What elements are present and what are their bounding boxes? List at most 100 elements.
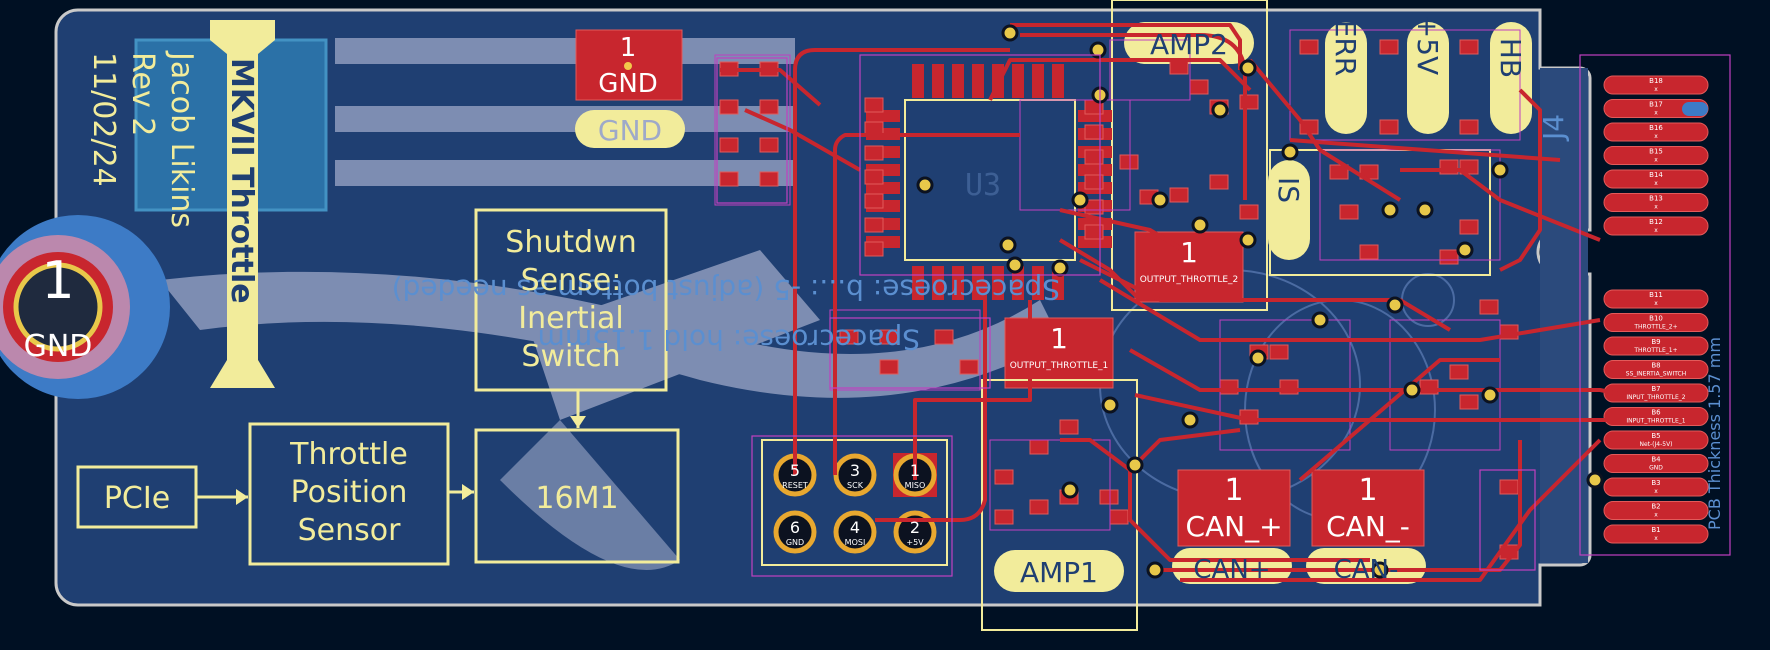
u3-pin [932,64,944,98]
smd-pad [1029,499,1049,515]
via [1181,411,1199,429]
smd-pad [1299,39,1319,55]
amp2-label: AMP2 [1150,28,1228,61]
tps-line-3: Sensor [298,513,401,548]
is-label-box [1268,160,1310,260]
component-courtyard [1389,319,1501,451]
via [1071,191,1089,209]
edge-pin-b11 [1603,289,1709,309]
edge-pin-label: B3 [1651,479,1660,487]
smd-pad [1239,94,1259,110]
smd-pad [1459,119,1479,135]
via [1311,311,1329,329]
u3-pin [912,64,924,98]
edge-pin-b16 [1603,122,1709,142]
via [1491,161,1509,179]
edge-pin-b4 [1603,454,1709,473]
mirrored-notes: Spacecroese: b...: -5 (adjust bottom as … [392,273,1060,356]
smd-pad [864,169,884,185]
title-line-3: Rev 2 [125,52,160,136]
smd-pad [1084,124,1104,140]
edge-pin-net: x [1654,110,1658,117]
smd-pad [1169,187,1189,203]
edge-pin-net: x [1654,133,1658,140]
isp-pin[interactable] [833,510,877,554]
edge-pin-b2 [1603,501,1709,520]
isp-pin-number: 2 [910,518,920,537]
smd-pad [1084,174,1104,190]
edge-pin-net: GND [1649,465,1663,472]
edge-pin-label: B17 [1649,101,1663,109]
via [1281,143,1299,161]
edge-highlight [1682,102,1708,116]
via [1061,481,1079,499]
component-courtyard [1019,99,1131,211]
edge-pin-label: B6 [1651,409,1661,417]
out2-num: 1 [1180,236,1198,269]
output-throttle-2-pad[interactable] [1134,231,1244,303]
mirrored-note-2: Spacecroese: hold 1.15mm [538,323,920,356]
smd-pad [1059,419,1079,435]
u3-pin [1032,64,1044,98]
via [1151,191,1169,209]
edge-pin-b10 [1603,313,1709,332]
via [1006,256,1024,274]
smd-pad [759,171,779,187]
smd-pad [1339,204,1359,220]
smd-pad [1084,149,1104,165]
component-courtyard [1109,39,1191,101]
title-line-1: MKVII Throttle [224,58,259,304]
smd-pad [839,329,859,345]
smd-pad [1379,119,1399,135]
mounting-hole-gnd[interactable] [0,215,170,399]
edge-pin-b1 [1603,524,1709,544]
component-courtyard [1219,319,1351,451]
smd-pad [1099,489,1119,505]
can-minus-pad[interactable] [1306,469,1426,584]
edge-pin-label: B18 [1649,77,1663,85]
via [1101,396,1119,414]
via [1456,241,1474,259]
smd-pad [1449,364,1469,380]
gnd-tp-name: GND [598,69,658,99]
edge-pin-b9 [1603,336,1709,356]
amp2-label-box [1124,22,1254,64]
isp-pin-net: RESET [782,481,808,490]
smd-pad [1084,224,1104,240]
can-plus-pad[interactable] [1172,469,1292,584]
edge-pin-label: B10 [1649,315,1663,323]
gnd-tp-num: 1 [620,33,637,63]
edge-pin-net: x [1654,227,1658,234]
edge-pin-net: x [1654,204,1658,211]
isp-pin[interactable] [773,510,817,554]
smd-pad [759,99,779,115]
isp-pin-net: MOSI [845,538,866,547]
err-label: ERR [1329,20,1362,77]
smd-pad [1169,59,1189,75]
via [1239,231,1257,249]
smd-pad [1479,299,1499,315]
plus5v-label-box [1407,22,1449,134]
out1-num: 1 [1050,322,1068,355]
can-minus-num: 1 [1358,473,1377,508]
edge-pin-label: B16 [1649,124,1663,132]
output-throttle-1-pad[interactable] [1004,317,1114,389]
smd-pad [864,145,884,161]
gnd-test-point[interactable] [575,29,685,148]
j4-label: J4 [1537,114,1570,142]
edge-pin-b8 [1603,360,1709,379]
via [1211,101,1229,119]
amp1-label-box [994,550,1124,592]
smd-pad [1109,509,1129,525]
edge-pin-label: B13 [1649,195,1663,203]
smd-pad [1029,439,1049,455]
can-plus-silk: CAN+ [1193,555,1270,585]
via [1239,59,1257,77]
isp-pin[interactable] [893,510,937,554]
isp-pin-net: MISO [905,481,926,490]
edge-pin-net: x [1654,300,1658,307]
smd-pad [1359,244,1379,260]
edge-pin-net: INPUT_THROTTLE_1 [1626,418,1685,425]
smd-pad [1439,249,1459,265]
